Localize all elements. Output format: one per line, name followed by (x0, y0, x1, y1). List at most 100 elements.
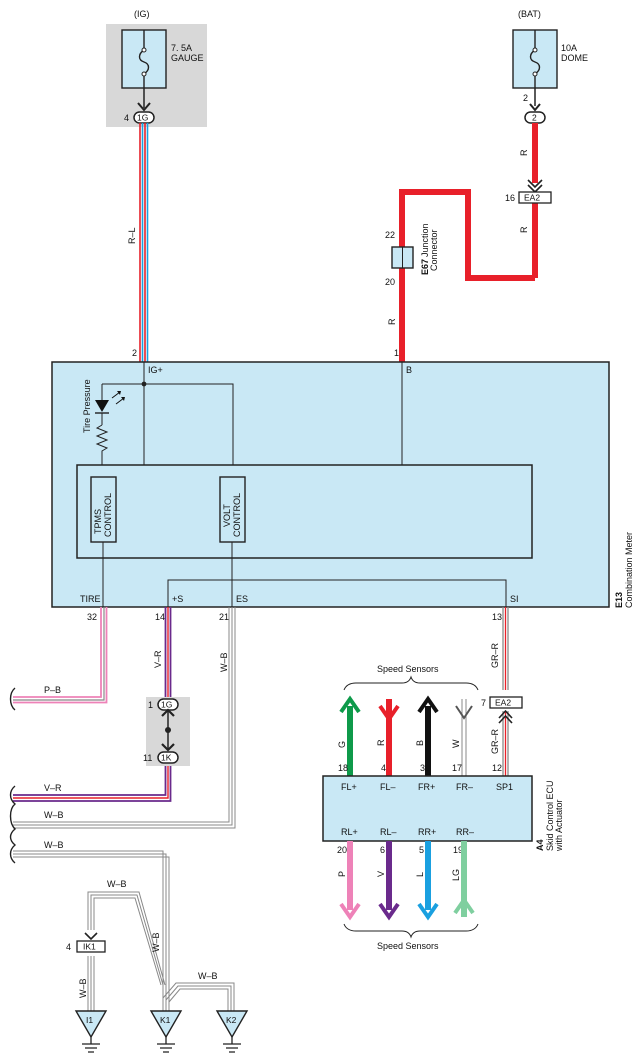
connector-ea2-top: EA2 16 (505, 179, 552, 204)
wire-label-g: G (337, 741, 347, 748)
bat-supply-label: (BAT) (518, 9, 541, 19)
meter-pin-es: 21 (219, 612, 229, 622)
connector-1k-label: 1K (161, 753, 172, 763)
wire-label-v: V (376, 871, 386, 877)
ecu-terminal-rl-plus: RL+ (341, 827, 358, 837)
resistor-icon (95, 424, 109, 466)
connector-1g-1k: 1G 1 1K 11 (143, 697, 190, 766)
ground-k2: K2 (215, 1010, 249, 1053)
ground-icon (157, 1037, 175, 1053)
junction-name-line1: Junction (420, 223, 430, 257)
arrow-up-icon (417, 695, 439, 714)
connector-arrow-icon (137, 102, 151, 112)
junction-pin-bottom: 20 (385, 277, 395, 287)
meter-pin-si: 13 (492, 612, 502, 622)
wire-label-l: L (415, 872, 425, 877)
ecu-pin-4: 4 (381, 763, 386, 773)
wire-label-r-fl: R (376, 739, 386, 746)
connector-ea2-mid: EA2 7 (481, 696, 523, 724)
connector-ea2-top-pin: 16 (505, 193, 515, 203)
wire-p-b (13, 607, 108, 704)
sensor-wire-rl-plus (339, 841, 361, 921)
connector-ea2-mid-label: EA2 (495, 698, 511, 708)
sensor-wire-rl-minus (378, 841, 400, 921)
junction-name-line2: Connector (429, 229, 439, 271)
ecu-id: A4 (535, 839, 545, 851)
wire-label-w-b-g2: W–B (107, 879, 127, 889)
ground-i1-label: I1 (86, 1015, 93, 1025)
meter-terminal-si: SI (510, 594, 519, 604)
wire-r-bat (399, 123, 538, 362)
connector-2-label: 2 (532, 113, 537, 123)
sensor-wire-rr-minus (453, 841, 475, 917)
wire-label-p: P (337, 871, 347, 877)
ground-k1-label: K1 (160, 1015, 171, 1025)
wire-v-r (13, 607, 172, 802)
connector-ik1: IK1 4 (66, 932, 106, 953)
sensor-wire-rr-plus (417, 841, 439, 921)
ecu-terminal-fl-minus: FL– (380, 782, 396, 792)
volt-control-block (219, 476, 246, 543)
ig-fuse-rating: 7. 5A (171, 43, 192, 53)
ecu-terminal-fr-minus: FR– (456, 782, 473, 792)
connector-arrow-icon (161, 708, 175, 752)
tpms-line1: TPMS (93, 509, 103, 534)
junction-connector-e67: 22 20 E67 Junction Connector (385, 223, 439, 287)
ecu-pin-17: 17 (452, 763, 462, 773)
wire-label-w-b-g3: W–B (151, 932, 161, 952)
ecu-terminal-fr-plus: FR+ (418, 782, 435, 792)
wire-label-p-b: P–B (44, 685, 61, 695)
wire-r-l (139, 123, 149, 362)
wire-label-r-l: R–L (127, 227, 137, 244)
bat-fuse-group: (BAT) 10A DOME 2 2 (512, 9, 588, 124)
ecu-body (322, 775, 533, 842)
meter-id: E13 (614, 592, 624, 608)
wire-label-v-r-2: V–R (44, 783, 62, 793)
ig-fuse-name: GAUGE (171, 53, 204, 63)
junction-pin-top: 22 (385, 230, 395, 240)
wire-label-r-1: R (519, 149, 529, 156)
ecu-terminal-fl-plus: FL+ (341, 782, 357, 792)
connector-ea2-mid-pin: 7 (481, 698, 486, 708)
meter-pin-s: 14 (155, 612, 165, 622)
ecu-pin-3: 3 (420, 763, 425, 773)
fuse-icon (138, 30, 150, 88)
connector-ik1-label: IK1 (83, 942, 96, 952)
connector-ik1-pin: 4 (66, 942, 71, 952)
arrow-up-icon (339, 695, 361, 714)
ground-icon (82, 1037, 100, 1053)
sensor-wire-fr-minus (455, 699, 473, 776)
wire-label-w-b-es-1: W–B (219, 652, 229, 672)
wire-break-icon (9, 785, 17, 864)
sensor-wire-fr-plus (417, 695, 439, 776)
speed-sensors-top-label: Speed Sensors (377, 664, 439, 674)
bat-fuse-rating: 10A (561, 43, 577, 53)
meter-control-box (76, 464, 533, 559)
arrow-down-icon (339, 902, 361, 921)
ecu-pin-18: 18 (338, 763, 348, 773)
connector-1g-top (133, 111, 155, 124)
wire-break-icon (9, 687, 16, 711)
tire-pressure-label: Tire Pressure (82, 379, 92, 433)
tpms-line2: CONTROL (103, 493, 113, 537)
ecu-pin-5: 5 (419, 845, 424, 855)
wire-label-w-b-g4: W–B (198, 971, 218, 981)
arrow-up-icon (453, 896, 475, 915)
wire-label-w-b-es-2: W–B (44, 810, 64, 820)
volt-line1: VOLT (222, 504, 232, 527)
ground-k2-label: K2 (226, 1015, 237, 1025)
ig-fuse-group: (IG) 7. 5A GAUGE 1G 4 (106, 9, 207, 127)
wire-gr-r (502, 607, 509, 776)
meter-name: Combination Meter (624, 532, 634, 608)
sensor-wire-fl-minus (378, 699, 400, 776)
wire-label-v-r-1: V–R (153, 650, 163, 668)
connector-1g-top-label: 1G (137, 113, 148, 123)
connector-arrow-icon (529, 103, 541, 112)
connector-arrow-icon (498, 709, 513, 724)
bat-fuse-name: DOME (561, 53, 588, 63)
fuse-icon (529, 30, 541, 88)
wire-label-w-fr: W (451, 739, 461, 748)
wire-label-gr-r-2: GR–R (490, 728, 500, 754)
led-icon (95, 400, 109, 412)
